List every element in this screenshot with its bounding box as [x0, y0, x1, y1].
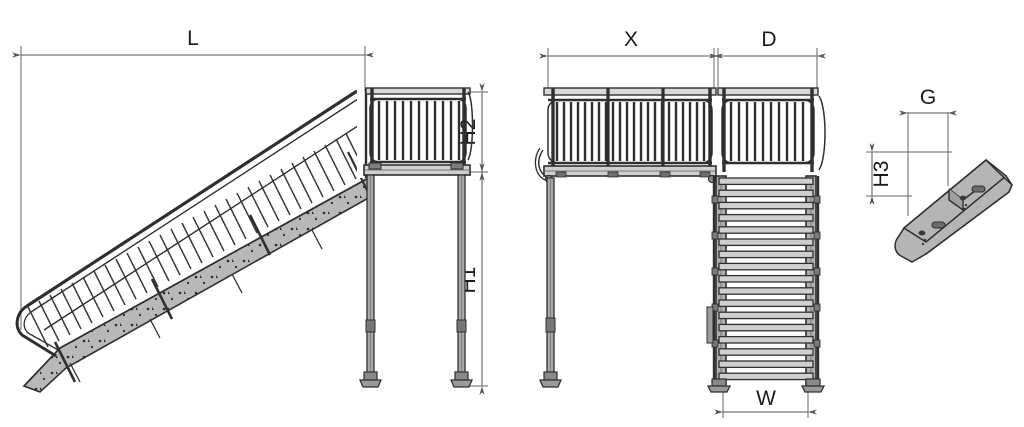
stair-treads-side [27, 133, 367, 348]
front-stair-treads [706, 175, 826, 393]
platform-deck-side [363, 162, 471, 176]
side-elevation-view: L H2 H1 [12, 27, 488, 395]
dimension-H3: H3 [866, 143, 952, 205]
dimension-label-L: L [187, 27, 199, 50]
dimension-label-W: W [756, 387, 776, 410]
dimension-label-H2: H2 [457, 119, 480, 146]
platform-leg [359, 174, 382, 388]
platform-leg [450, 174, 473, 388]
dimension-label-H3: H3 [870, 161, 893, 188]
stair-foot [706, 378, 826, 393]
front-guardrail-left [534, 87, 717, 181]
dimension-W: W [714, 385, 817, 418]
platform-side [359, 87, 474, 388]
dimension-X: X [539, 28, 723, 92]
front-elevation-view: X D W [534, 28, 826, 418]
dimension-label-G: G [920, 86, 936, 109]
front-guardrail-right [717, 87, 826, 172]
tread-hardware [918, 185, 986, 246]
front-platform-deck [543, 165, 717, 184]
platform-guardrail-side [365, 87, 474, 172]
stair-flight-side [15, 88, 373, 393]
tread-detail-view: G H3 [866, 86, 1013, 263]
tread-detail-geometry [894, 158, 1013, 263]
dimension-label-X: X [624, 28, 638, 51]
stair-stringer [22, 174, 373, 393]
platform-legs-side [359, 174, 473, 388]
dimension-label-D: D [761, 28, 776, 51]
dimension-D: D [709, 28, 826, 92]
dimension-G: G [899, 86, 957, 216]
stair-handrail [15, 89, 369, 383]
tread-row [718, 177, 814, 381]
front-platform-leg [539, 177, 562, 388]
